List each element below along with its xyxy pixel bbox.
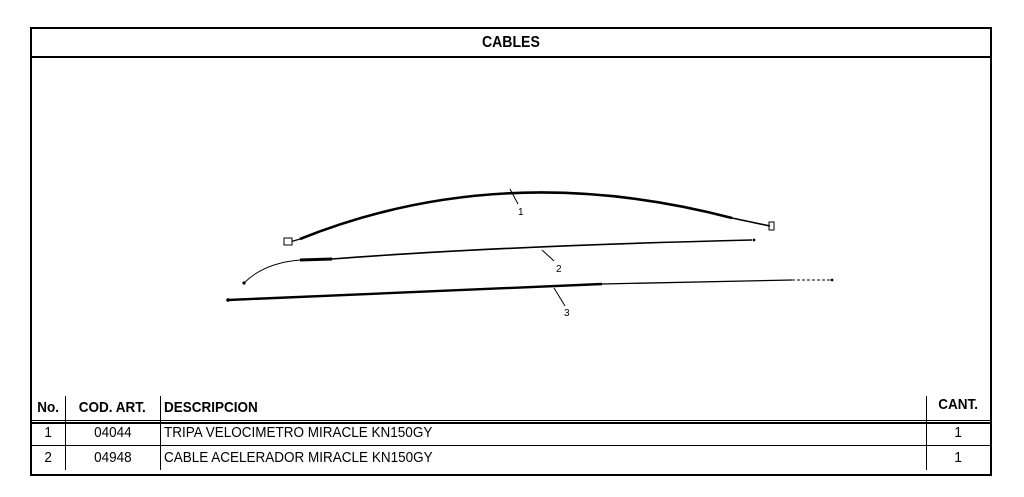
cable-3 [226,278,834,302]
section-title: CABLES [482,33,540,51]
table-header-row: No. COD. ART. DESCRIPCION CANT. [32,396,990,421]
row-description: CABLE ACELERADOR MIRACLE KN150GY [159,445,927,470]
callout-1: 1 [518,207,524,218]
table-row: 2 04948 CABLE ACELERADOR MIRACLE KN150GY… [32,445,990,470]
row-qty: 1 [925,445,990,470]
cable-1 [283,191,775,246]
section-title-bar: CABLES [32,29,990,58]
row-code: 04948 [64,445,161,470]
callout-3: 3 [564,308,570,319]
col-header-qty: CANT. [925,396,990,421]
row-description: TRIPA VELOCIMETRO MIRACLE KN150GY [159,420,927,446]
row-no: 2 [32,445,66,470]
row-qty: 1 [925,420,990,446]
parts-sheet: CABLES [30,27,992,476]
callout-2: 2 [556,264,562,275]
cables-illustration: 1 2 3 [226,188,834,319]
col-header-code: COD. ART. [64,396,161,421]
cable-2 [242,238,756,285]
row-code: 04044 [64,420,161,446]
table-row: 1 04044 TRIPA VELOCIMETRO MIRACLE KN150G… [32,420,990,446]
col-header-description: DESCRIPCION [159,396,927,421]
col-header-no: No. [32,396,66,421]
row-no: 1 [32,420,66,446]
cables-drawing: 1 2 3 [32,58,990,424]
parts-table: No. COD. ART. DESCRIPCION CANT. 1 04044 … [32,396,990,470]
